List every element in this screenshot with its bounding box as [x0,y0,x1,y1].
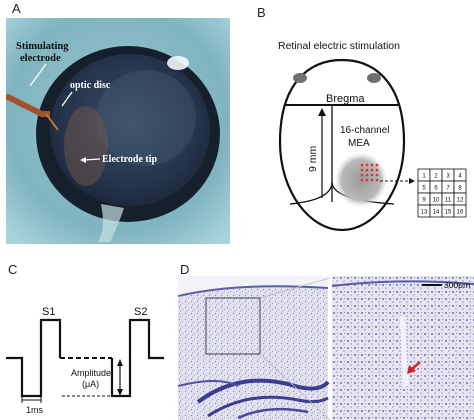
grid-cell-label: 2 [434,174,438,180]
grid-cell-label: 13 [421,210,428,216]
grid-cell-label: 5 [422,186,426,192]
label-electrode-tip: Electrode tip [102,154,158,165]
histology-low-mag [178,276,330,420]
arrow-stimulating [29,63,47,87]
pulse-waveform-2 [110,318,164,398]
grid-cell-label: 14 [433,210,440,216]
red-arrow [407,361,421,374]
grid-cell-label: 12 [457,198,464,204]
label-s2: S2 [134,306,147,318]
grid-cell-label: 15 [445,210,452,216]
grid-cell-label: 7 [446,186,450,192]
eyecup-tip [98,204,124,242]
amplitude-arrow-top [117,359,123,366]
grid-cell [453,204,467,218]
pulse-waveform [6,318,62,398]
grid-cell-label: 6 [434,186,438,192]
electrode-wire [45,113,59,131]
arrow-optic-disc [61,91,73,107]
panel-d-letter: D [180,262,190,277]
zoom-box [205,297,261,355]
distance-arrow-head [318,108,326,116]
label-1ms: 1ms [26,405,44,415]
zoom-line-bottom [259,353,331,420]
arrow-electrode-tip [80,157,101,163]
right-eye [367,73,381,83]
grid-cell-label: 3 [446,174,450,180]
grid-cell-label: 11 [445,198,452,204]
label-mea: MEA [348,138,370,149]
label-bregma: Bregma [326,93,365,105]
label-retinal-stimulation: Retinal electric stimulation [278,40,400,52]
grid-cell-label: 16 [457,210,464,216]
amplitude-arrow-bottom [117,389,123,396]
reflection-spot [167,56,189,70]
head-outline [278,58,406,232]
panel-c-letter: C [8,262,18,277]
label-ua: (μA) [82,379,99,389]
grid-cell-label: 4 [458,174,462,180]
retina [50,54,210,206]
label-16-channel: 16-channel [340,125,389,136]
grid-cell-label: 8 [458,186,462,192]
histology-high-mag [331,276,474,420]
label-electrode: electrode [20,53,61,64]
label-s1: S1 [42,306,55,318]
scale-label: 300μm [444,280,470,290]
panel-b-schematic: Retinal electric stimulation Bregma 9 mm… [278,40,467,232]
panel-b-letter: B [257,5,266,20]
connector-arrowhead [409,178,415,184]
label-9mm: 9 mm [307,145,319,172]
label-optic-disc: optic disc [70,80,111,91]
retina-highlight [96,70,196,166]
zoom-line-top [259,277,331,299]
panel-d-histology: 300μm [178,276,474,420]
grid-cell-label: 10 [433,198,440,204]
electrode-dots [360,163,379,182]
panel-a-photo: Stimulating electrode optic disc Electro… [6,18,230,244]
stimulating-electrode [6,93,50,117]
optic-disc-region [64,106,108,186]
panel-c-waveform: S1 S2 Amplitude (μA) 1ms [6,306,164,415]
panel-a-letter: A [12,1,21,16]
label-amplitude: Amplitude [71,368,111,378]
left-eye [293,73,307,83]
grid-cell-label: 1 [422,174,426,180]
label-stimulating: Stimulating [16,41,69,52]
grid-cell-label: 9 [422,198,426,204]
